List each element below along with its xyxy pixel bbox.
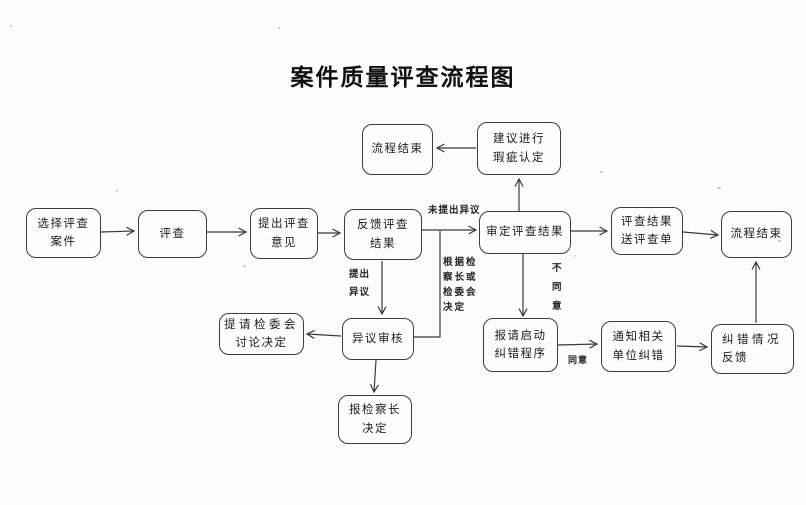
node-end-top: 流程结束: [362, 124, 433, 175]
node-propose-opinion: 提出评查 意见: [250, 208, 318, 259]
node-feedback-result: 反馈评查 结果: [344, 209, 422, 260]
node-end-right: 流程结束: [721, 211, 792, 258]
speck: [278, 27, 280, 29]
speck: [778, 240, 781, 242]
node-review: 评查: [138, 210, 207, 258]
arrow-objection-to-committee: [305, 329, 342, 339]
speck: [116, 190, 118, 192]
node-objection-review: 异议审核: [342, 318, 414, 360]
edge-label-no-objection: 未提出异议: [428, 206, 481, 216]
edge-label-objection-raised: 提出 异议: [349, 270, 371, 298]
speck: [600, 171, 603, 173]
speck: [717, 187, 721, 189]
node-request-correction: 报请启动 纠错程序: [483, 318, 558, 372]
node-correction-feedback: 纠错情况 反馈: [711, 324, 794, 374]
edge-label-agree: 同意: [568, 355, 589, 365]
page-title: 案件质量评查流程图: [290, 65, 516, 90]
speck: [574, 255, 576, 257]
edge-label-disagree: 不 同 意: [552, 264, 563, 312]
arrow-request-to-notify: [557, 339, 599, 349]
arrow-objection-to-chief: [369, 359, 379, 394]
node-report-chief: 报检察长 决定: [338, 395, 412, 444]
node-committee-decision: 提请检委会 讨论决定: [219, 313, 304, 355]
edge-label-per-decision: 根据检 察长或 检委会 决定: [443, 258, 478, 313]
speck: [243, 265, 246, 267]
speck: [10, 25, 12, 27]
arrow-notify-to-feedback: [676, 342, 709, 352]
node-send-form: 评查结果 送评查单: [611, 207, 683, 255]
node-defect-determination: 建议进行 瑕疵认定: [477, 122, 561, 175]
node-approve-result: 审定评查结果: [479, 211, 571, 254]
arrow-select-to-review: [100, 226, 136, 236]
node-notify-units: 通知相关 单位纠错: [601, 321, 676, 372]
node-select-case: 选择评查 案件: [26, 208, 101, 258]
line-objection-to-approve: [414, 231, 441, 338]
arrow-sendform-to-end: [682, 229, 720, 239]
